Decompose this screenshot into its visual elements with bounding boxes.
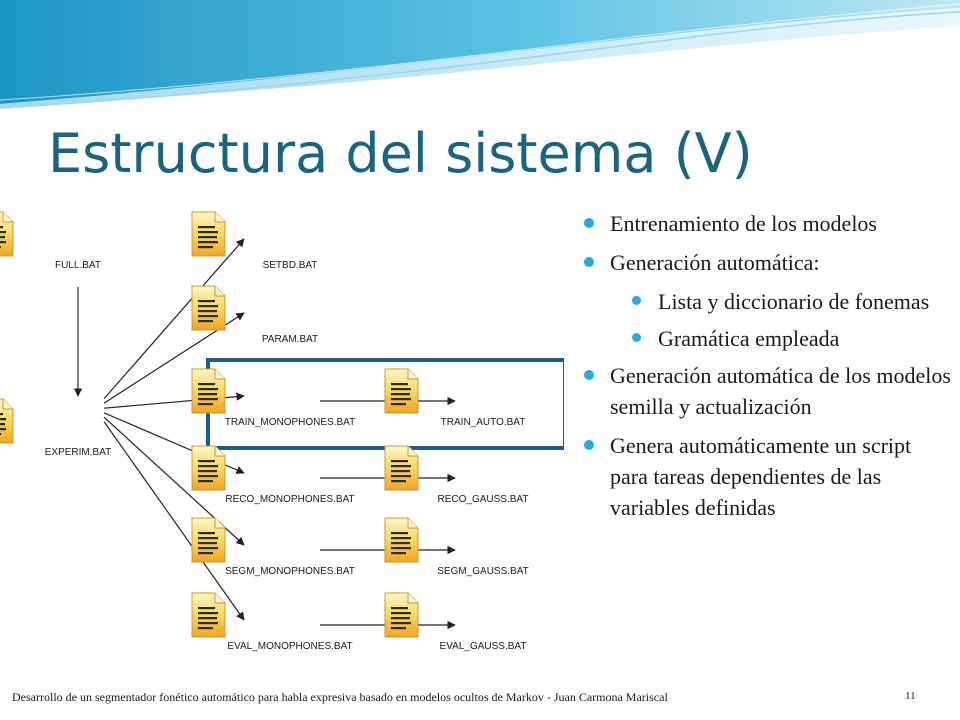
diagram-node: EVAL_MONOPHONES.BAT [190,592,390,652]
diagram-node: PARAM.BAT [190,285,390,345]
bullet-dot-icon [584,218,594,228]
batch-file-icon [191,517,308,563]
diagram-edge-experim-eval_mono [103,421,245,621]
bullet-text: Generación automática de los modelos sem… [610,363,951,419]
diagram-node: RECO_MONOPHONES.BAT [190,445,390,505]
header-wave-decoration [0,0,960,109]
batch-file-icon [191,592,308,638]
sub-bullet-item: Lista y diccionario de fonemas [582,286,952,317]
diagram-node-label: SETBD.BAT [262,260,318,271]
diagram-node-label: SEGM_GAUSS.BAT [437,566,529,577]
diagram-node: RECO_GAUSS.BAT [383,445,583,505]
diagram-node-label: SEGM_MONOPHONES.BAT [225,566,355,577]
diagram-node: SEGM_GAUSS.BAT [383,517,583,577]
diagram-node: EVAL_GAUSS.BAT [383,592,583,652]
diagram-node: TRAIN_AUTO.BAT [383,368,583,428]
diagram-panel: FULL.BAT EXPERIM.BAT SETBD.BAT PARAM.BAT TRA… [0,195,564,685]
batch-file-icon [384,592,501,638]
diagram-node-label: RECO_GAUSS.BAT [437,494,529,505]
bullet-dot-icon [584,440,594,450]
diagram-node: SEGM_MONOPHONES.BAT [190,517,390,577]
diagram-node-label: TRAIN_MONOPHONES.BAT [224,417,356,428]
batch-file-icon [191,285,308,331]
diagram-node-label: FULL.BAT [55,260,101,271]
bullet-text: Gramática empleada [658,326,840,351]
bullet-item: Entrenamiento de los modelos [582,208,952,239]
bullet-item: Generación automática de los modelos sem… [582,360,952,422]
bullet-item: Generación automática: [582,247,952,278]
bullet-dot-icon [632,296,641,305]
page-number: 11 [905,690,916,702]
batch-file-icon [191,445,308,491]
batch-file-icon [0,211,96,257]
bullet-text: Generación automática: [610,250,820,275]
batch-file-icon [384,445,501,491]
diagram-node: TRAIN_MONOPHONES.BAT [190,368,390,428]
diagram-node-label: EVAL_GAUSS.BAT [439,641,527,652]
bullet-text: Entrenamiento de los modelos [610,211,877,236]
diagram-node-label: TRAIN_AUTO.BAT [440,417,526,428]
diagram-node: EXPERIM.BAT [0,398,178,458]
diagram-node: FULL.BAT [0,211,178,271]
diagram-node-label: EVAL_MONOPHONES.BAT [227,641,353,652]
bullet-text: Genera automáticamente un script para ta… [610,433,912,520]
diagram-node-label: EXPERIM.BAT [44,447,112,458]
batch-file-icon [191,211,308,257]
diagram-node-label: PARAM.BAT [261,334,319,345]
diagram-node-label: RECO_MONOPHONES.BAT [225,494,355,505]
bullet-text: Lista y diccionario de fonemas [658,289,930,314]
footer-text: Desarrollo de un segmentador fonético au… [12,690,668,704]
batch-file-icon [384,517,501,563]
diagram-edge-experim-setbd [103,238,245,400]
batch-file-icon [384,368,501,414]
bullet-dot-icon [632,333,641,342]
batch-file-icon [191,368,308,414]
sub-bullet-item: Gramática empleada [582,323,952,354]
slide-title: Estructura del sistema (V) [48,122,753,185]
bullet-dot-icon [584,370,594,380]
bullet-item: Genera automáticamente un script para ta… [582,430,952,523]
batch-file-icon [0,398,96,444]
bullet-dot-icon [584,257,594,267]
diagram-node: SETBD.BAT [190,211,390,271]
